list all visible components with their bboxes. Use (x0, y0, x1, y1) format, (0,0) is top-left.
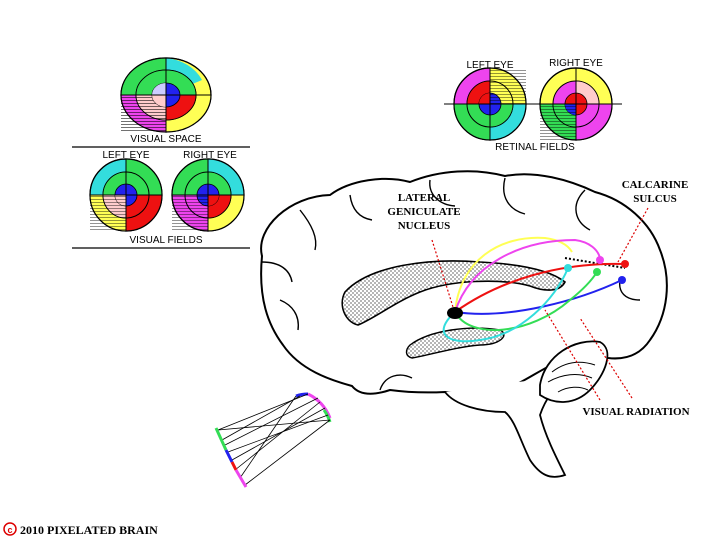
lgn-label-line1: LATERAL (398, 192, 450, 204)
visual-space-disc (120, 57, 212, 133)
endpoint-cyan (564, 264, 572, 272)
retinal-left-eye-label: LEFT EYE (466, 60, 513, 71)
calcarine-label-line1: CALCARINE (622, 179, 689, 191)
visual-space-label: VISUAL SPACE (130, 134, 201, 145)
lgn-label-line2: GENICULATE (387, 206, 460, 218)
lens-ray-diagram (214, 392, 332, 488)
pathway-red (454, 262, 626, 313)
retinal-fields-label: RETINAL FIELDS (495, 142, 575, 153)
copyright-notice: c 2010 PIXELATED BRAIN (3, 522, 158, 537)
retinal-field-right-eye (539, 67, 613, 141)
copyright-text: 2010 PIXELATED BRAIN (20, 523, 158, 537)
endpoint-magenta (596, 256, 604, 264)
pathway-cyan (442, 267, 569, 343)
endpoint-red (621, 260, 629, 268)
brain-section (260, 170, 668, 478)
calcarine-label-line2: SULCUS (633, 193, 676, 205)
endpoint-green (593, 268, 601, 276)
pointer-lines (431, 207, 649, 401)
copyright-symbol: c (7, 525, 12, 535)
pathway-yellow (454, 236, 573, 313)
visual-fields-right-eye-label: RIGHT EYE (183, 150, 237, 161)
pathway-magenta (454, 238, 601, 313)
lgn-label-line3: NUCLEUS (398, 220, 451, 232)
optic-radiation-pathways (442, 236, 626, 343)
retinal-field-left-eye (453, 67, 527, 141)
visual-field-right-eye (171, 158, 245, 232)
pathway-green (454, 271, 598, 331)
visual-fields-left-eye-label: LEFT EYE (102, 150, 149, 161)
endpoint-blue (618, 276, 626, 284)
visual-field-left-eye (89, 158, 163, 232)
copyright-icon (3, 522, 17, 536)
visual-fields-label: VISUAL FIELDS (130, 235, 203, 246)
retinal-right-eye-label: RIGHT EYE (549, 58, 603, 69)
visual-radiation-label: VISUAL RADIATION (582, 406, 689, 418)
lgn-nucleus (447, 307, 463, 319)
